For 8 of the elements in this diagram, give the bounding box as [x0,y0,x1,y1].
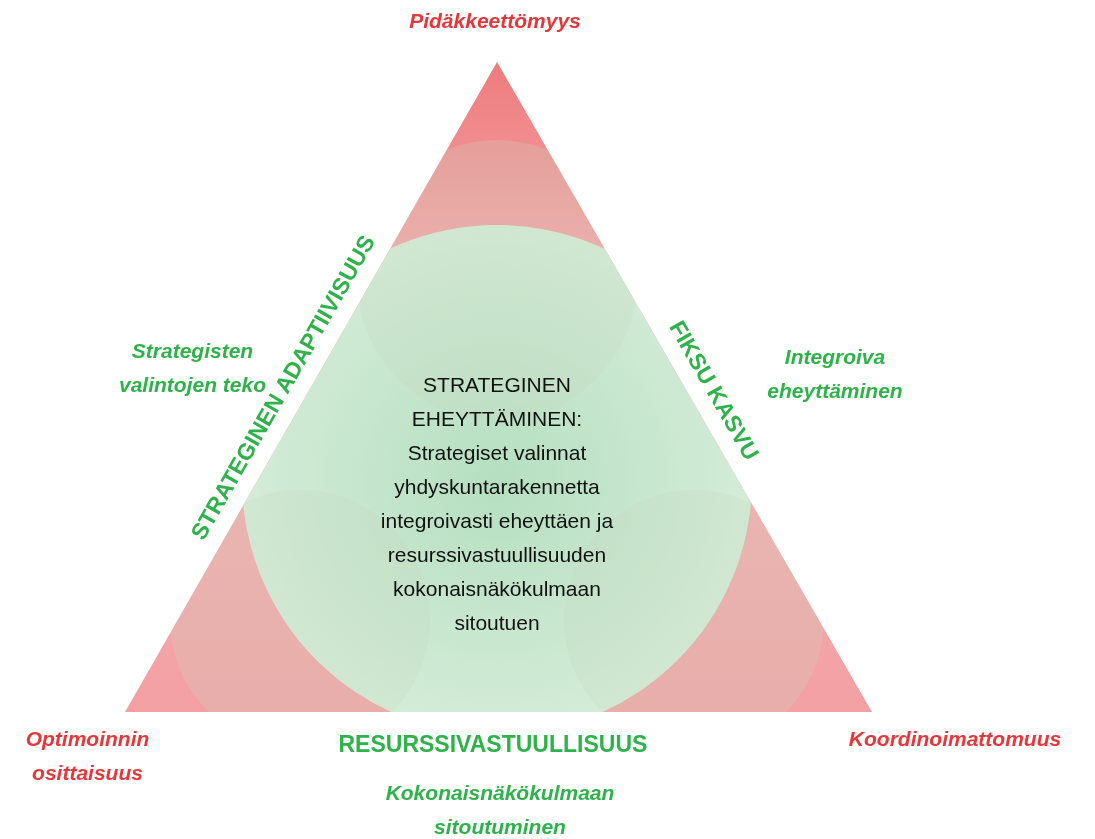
corner-label: Optimoinnin osittaisuus [24,726,151,786]
side-caption: Kokonaisnäkökulmaan sitoutuminen [384,780,616,839]
side-caption: Integroiva eheyttäminen [766,344,904,404]
corner-label: Koordinoimattomuus [847,726,1063,752]
body-text: Strategiset valinnat yhdyskuntarakennetta integroivasti eheyttäen ja resurssivastuullisuuden kokonaisnäkökulmaan sitoutuen [379,440,615,636]
corner-label: Pidäkkeettömyys [408,8,582,34]
heading-text: STRATEGINEN EHEYTTÄMINEN: [410,372,584,432]
side-label: RESURSSIVASTUULLISUUS [338,730,648,758]
